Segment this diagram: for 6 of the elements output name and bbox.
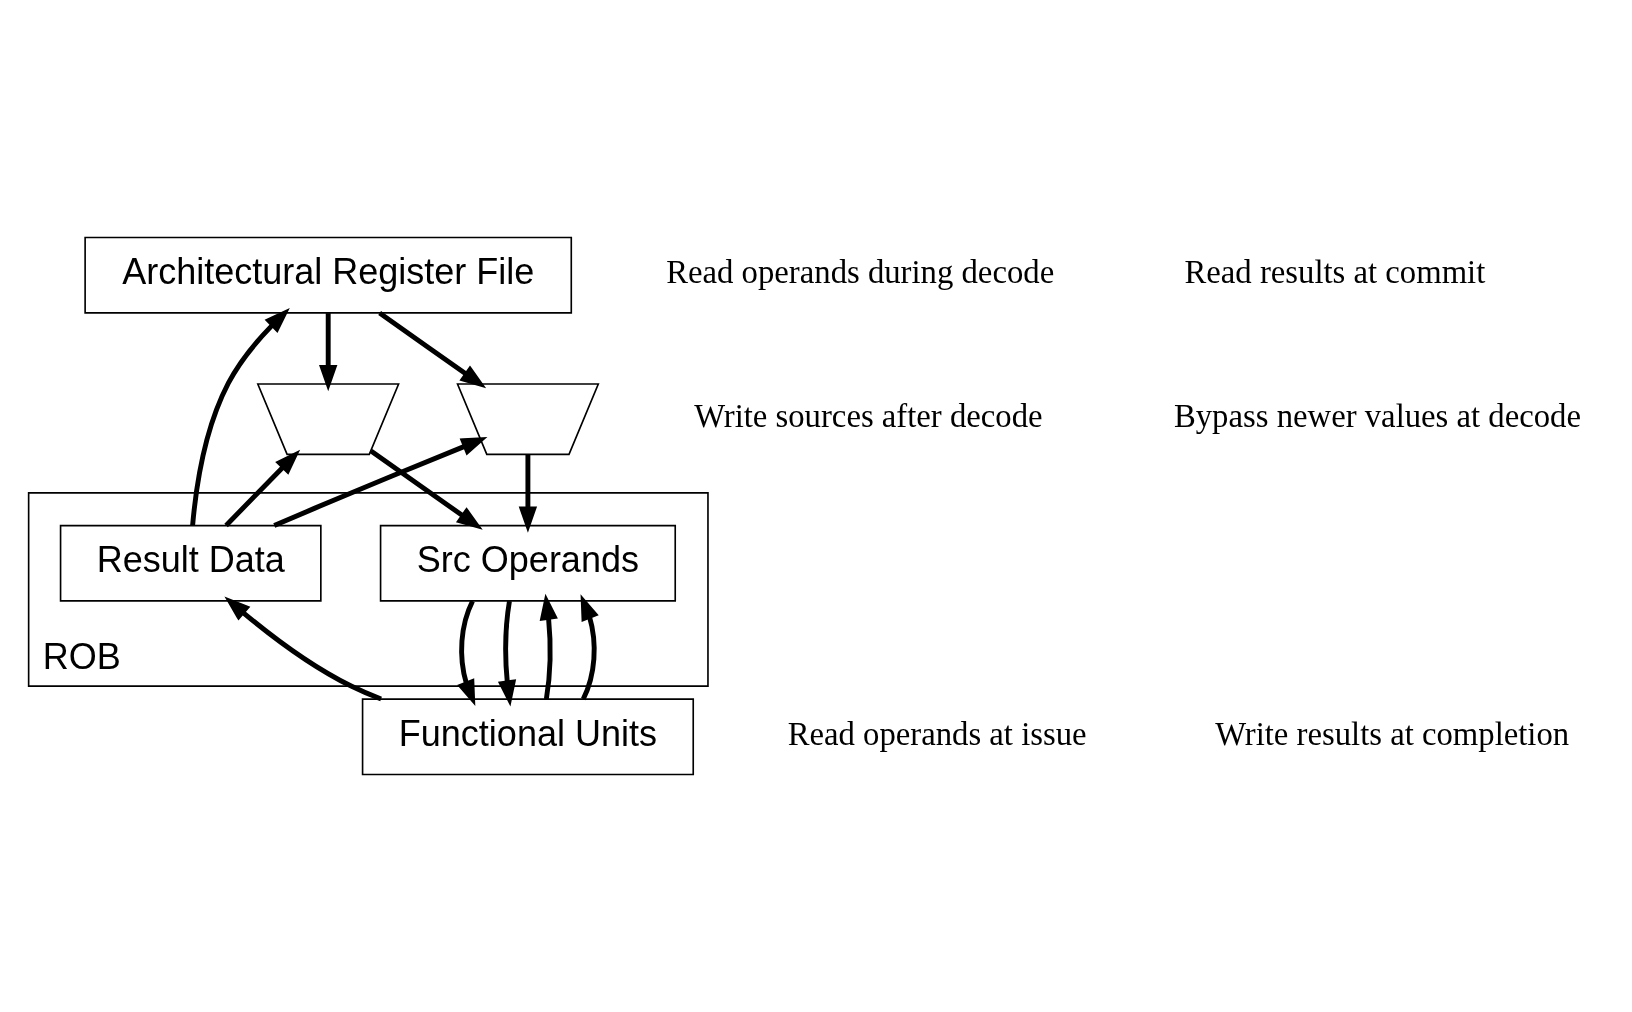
label: Write results at completion	[1215, 715, 1570, 752]
label: Read operands at issue	[787, 715, 1087, 752]
label: Read operands during decode	[666, 254, 1055, 291]
label: Read results at commit	[1184, 254, 1486, 291]
label: Write sources after decode	[694, 398, 1043, 435]
label: Bypass newer values at decode	[1173, 398, 1581, 435]
